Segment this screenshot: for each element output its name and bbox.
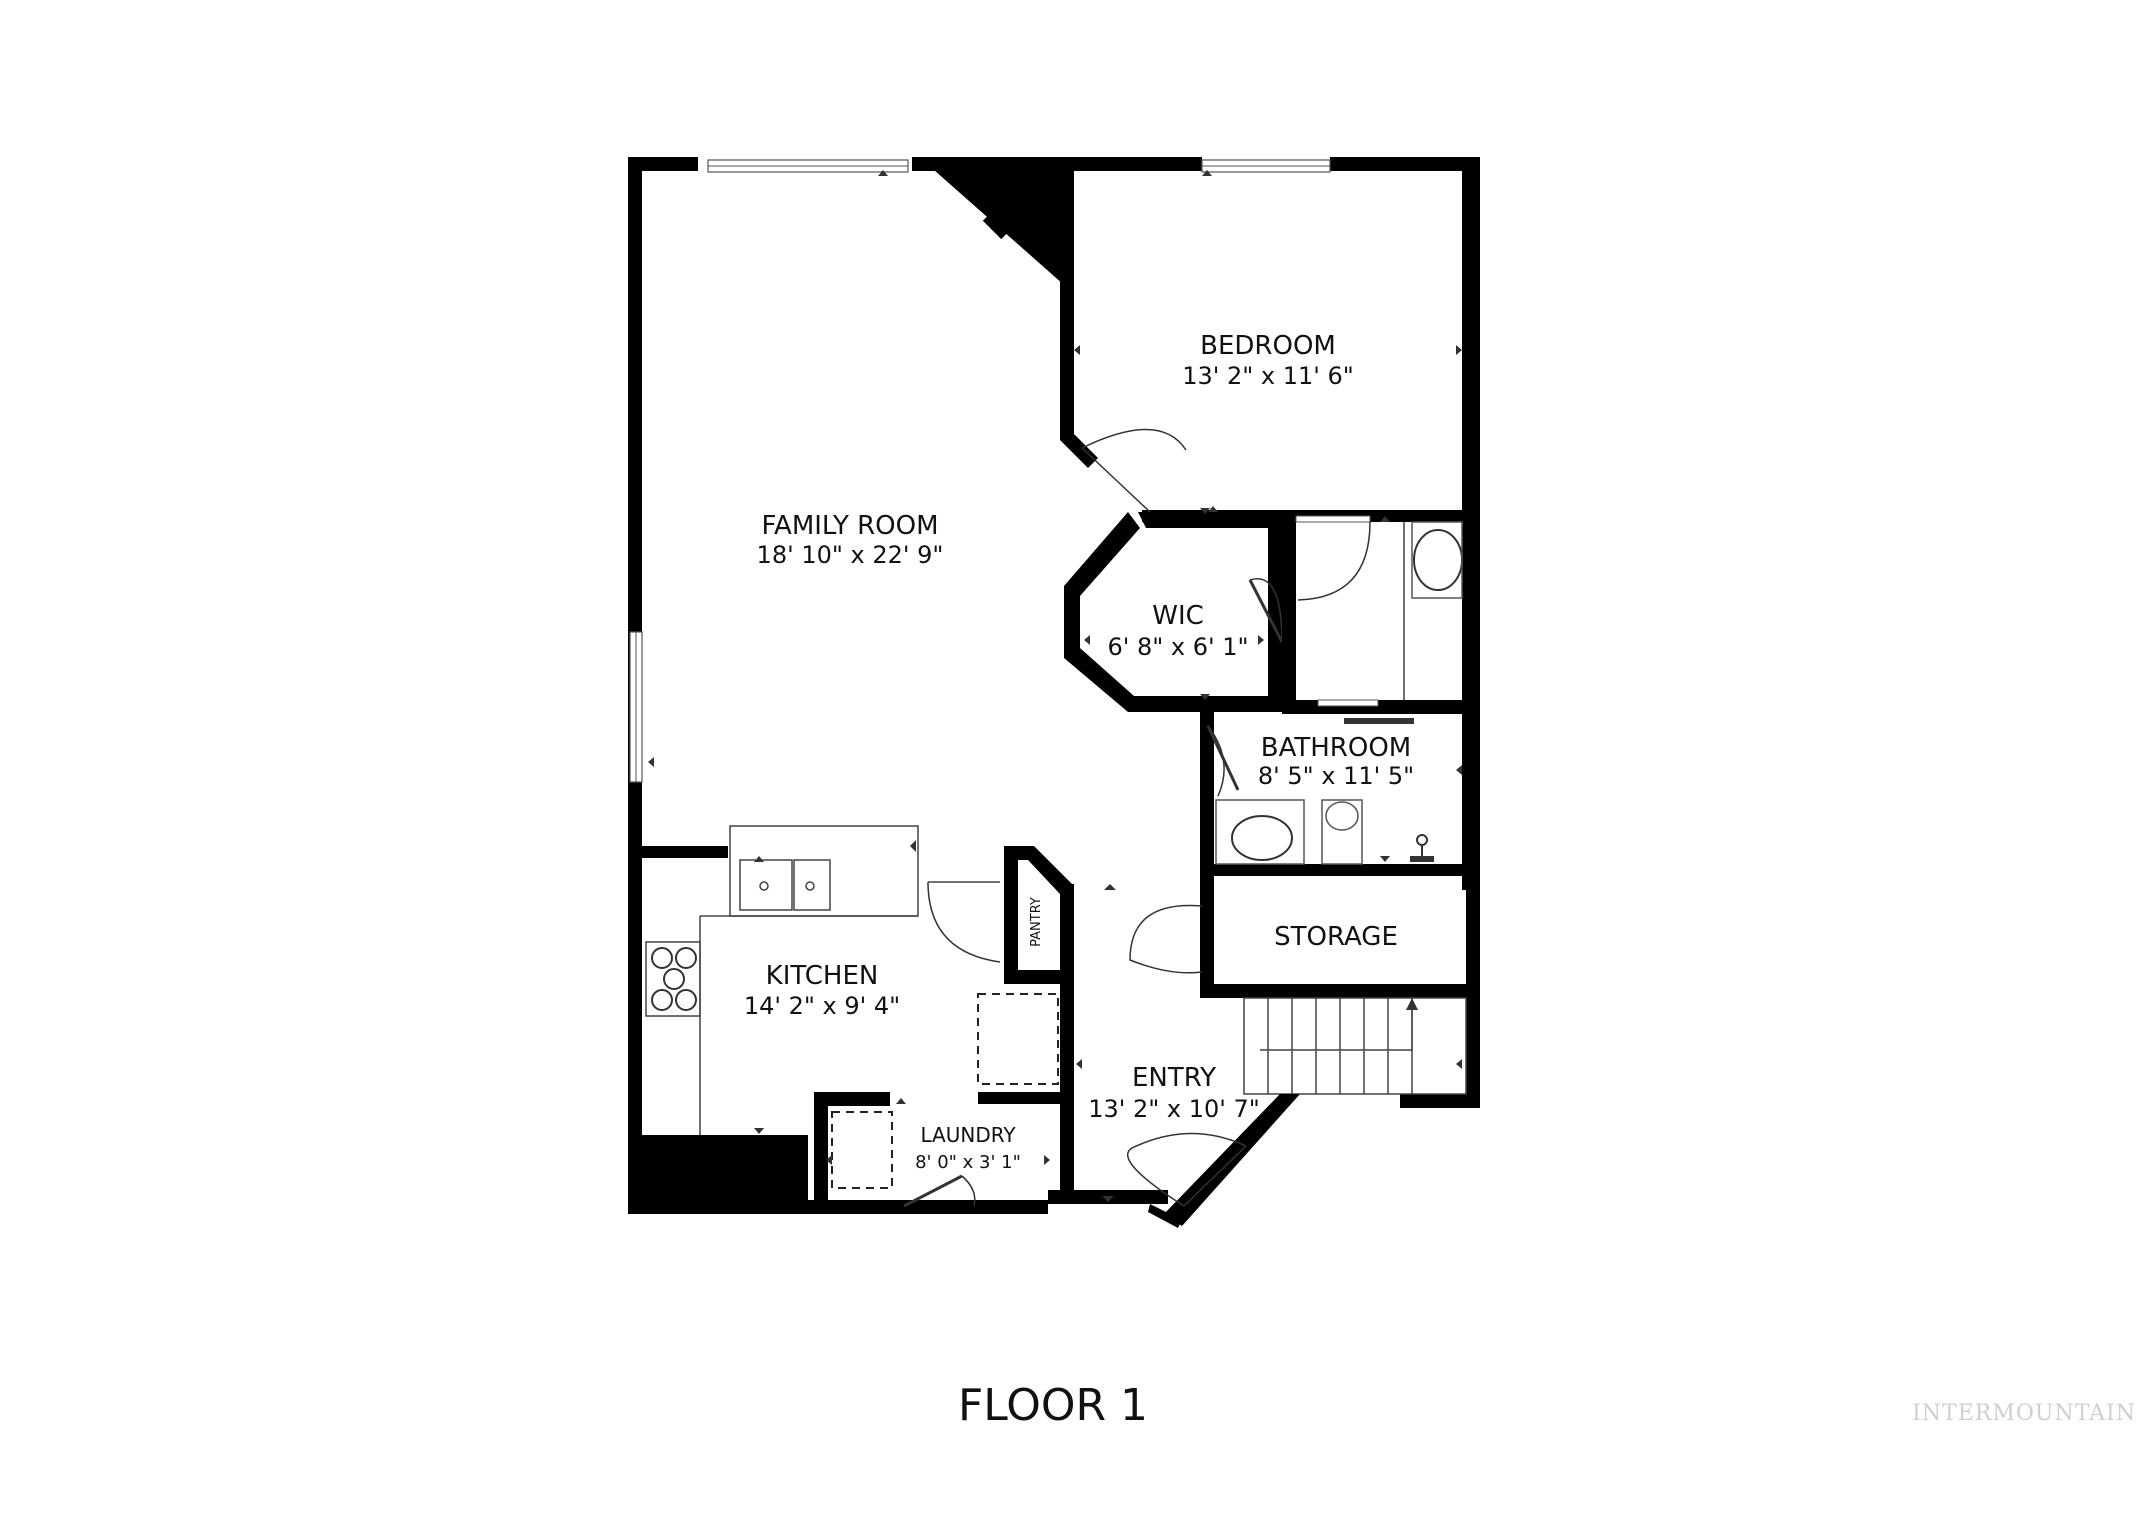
entry-walls xyxy=(1126,1094,1300,1228)
windows xyxy=(629,159,1331,783)
entry-dims: 13' 2" x 10' 7" xyxy=(1088,1095,1260,1123)
entry-name: ENTRY xyxy=(1132,1063,1216,1093)
kitchen-name: KITCHEN xyxy=(766,961,879,991)
bathroom-name: BATHROOM xyxy=(1261,733,1411,763)
dimension-markers xyxy=(648,170,1462,1202)
storage-walls xyxy=(1129,876,1476,998)
laundry-dims: 8' 0" x 3' 1" xyxy=(915,1152,1021,1173)
family-room-name: FAMILY ROOM xyxy=(761,511,938,541)
family-room-dims: 18' 10" x 22' 9" xyxy=(757,541,944,569)
storage-name: STORAGE xyxy=(1274,922,1398,952)
bathroom-dims: 8' 5" x 11' 5" xyxy=(1258,762,1414,790)
bath-upper-area xyxy=(1282,512,1478,714)
laundry-name: LAUNDRY xyxy=(920,1123,1016,1147)
wic-door xyxy=(1248,578,1284,643)
kitchen-dims: 14' 2" x 9' 4" xyxy=(744,992,900,1020)
laundry-walls xyxy=(814,884,1074,1208)
pantry-walls xyxy=(1004,846,1074,984)
stairs xyxy=(1243,997,1467,1095)
pantry-name: PANTRY xyxy=(1029,897,1044,947)
bedroom-door xyxy=(1081,428,1187,513)
bathroom-walls xyxy=(1200,700,1476,890)
kitchen-walls xyxy=(628,825,1059,1135)
bedroom-dims: 13' 2" x 11' 6" xyxy=(1182,362,1354,390)
wic-name: WIC xyxy=(1152,601,1204,631)
bedroom-name: BEDROOM xyxy=(1200,331,1336,361)
watermark-text: INTERMOUNTAIN xyxy=(1912,1401,2136,1426)
wic-dims: 6' 8" x 6' 1" xyxy=(1107,633,1248,661)
exterior-walls xyxy=(628,157,1480,1214)
floor-title: FLOOR 1 xyxy=(958,1380,1148,1431)
